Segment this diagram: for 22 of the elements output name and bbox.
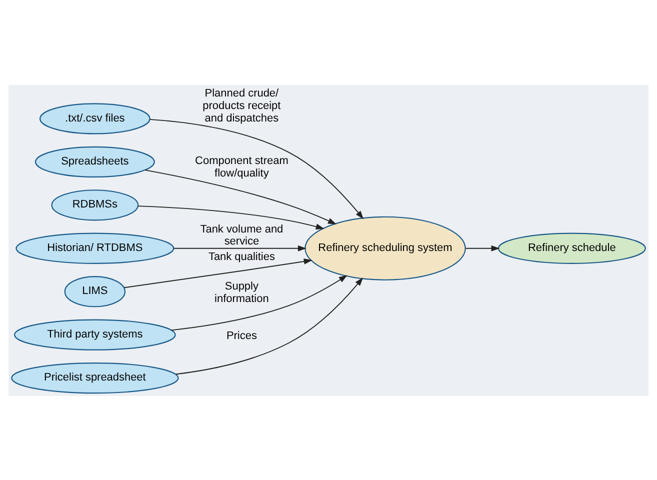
arrow [138, 205, 324, 230]
edge-label: Tank qualities [208, 250, 275, 263]
edge-label: Prices [226, 330, 257, 342]
arrow [465, 244, 500, 251]
edge-label: Component stream flow/quality [195, 154, 288, 180]
node-ellipse: Spreadsheets [34, 146, 155, 177]
edge-label: Supply information [214, 280, 269, 304]
node-ellipse: .txt/.csv files [40, 102, 150, 134]
node-ellipse: RDBMSs [51, 189, 139, 220]
arrow [170, 274, 348, 330]
edge-label: Tank volume and service [200, 222, 284, 248]
arrow [175, 276, 364, 374]
arrow [173, 244, 306, 251]
node-ellipse: LIMS [64, 276, 126, 307]
edge-label: Planned crude/ products receipt and dispatches [202, 87, 281, 124]
arrow [149, 118, 364, 219]
node-ellipse: Third party systems [14, 318, 176, 350]
node-ellipse: Pricelist spreadsheet [11, 362, 179, 394]
node-ellipse: Historian/ RTDBMS [16, 232, 174, 264]
arrow [144, 169, 336, 224]
arrow [124, 258, 312, 288]
node-ellipse: Refinery schedule [498, 232, 646, 264]
